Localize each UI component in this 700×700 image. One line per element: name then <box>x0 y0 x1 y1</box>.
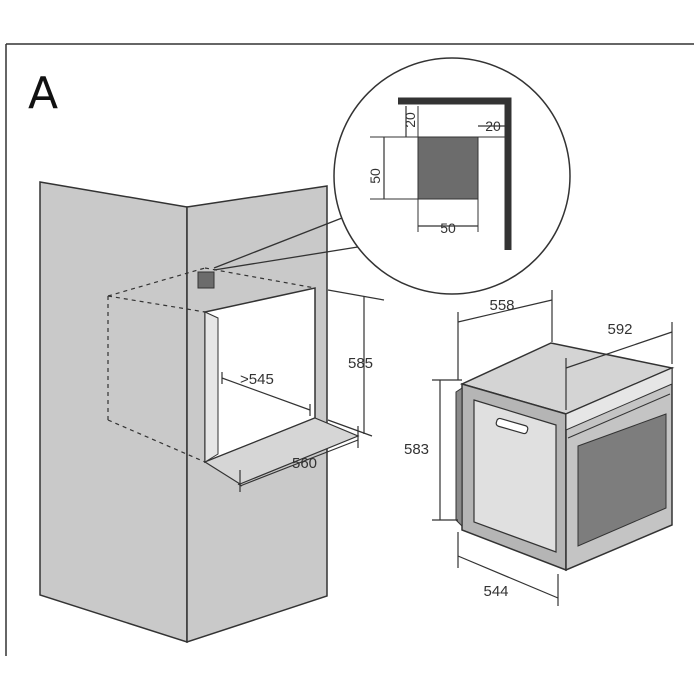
figure-frame <box>5 43 694 656</box>
cabinet-side-panel <box>39 181 188 644</box>
oven-door-frame <box>473 399 557 553</box>
oven-height-label: 583 <box>404 441 429 458</box>
niche-height-label: 585 <box>348 355 373 372</box>
detail-top-clearance-label: 20 <box>402 112 418 128</box>
oven-side-lip <box>455 387 463 528</box>
niche-hidden-edges <box>107 267 316 463</box>
cabinet-vent-cutout <box>197 271 215 289</box>
detail-vent-height-label: 50 <box>367 168 383 184</box>
niche-depth-label: >545 <box>240 371 274 388</box>
oven-width-label: 592 <box>607 321 632 338</box>
niche-width-label: 560 <box>292 455 317 472</box>
detail-vent-block <box>417 136 479 200</box>
detail-cabinet-corner <box>398 97 512 250</box>
oven-control-strip <box>565 367 673 431</box>
width-dimension-line <box>237 426 359 492</box>
panel-label: A <box>28 68 58 119</box>
oven: 558 592 583 544 <box>404 290 675 606</box>
oven-depth-label: 558 <box>489 297 514 314</box>
detail-side-clearance-label: 20 <box>485 118 501 134</box>
detail-vent-width-label: 50 <box>440 220 456 236</box>
height-dimension-line <box>327 289 385 437</box>
oven-window-glass <box>577 413 667 547</box>
oven-handle <box>495 417 529 435</box>
niche-inner-side <box>204 311 219 463</box>
cabinet: >545 585 560 <box>39 181 385 644</box>
detail-callout: 50 50 20 20 <box>213 57 571 295</box>
depth-dimension-line <box>221 372 311 416</box>
oven-body-width-label: 544 <box>483 583 508 600</box>
